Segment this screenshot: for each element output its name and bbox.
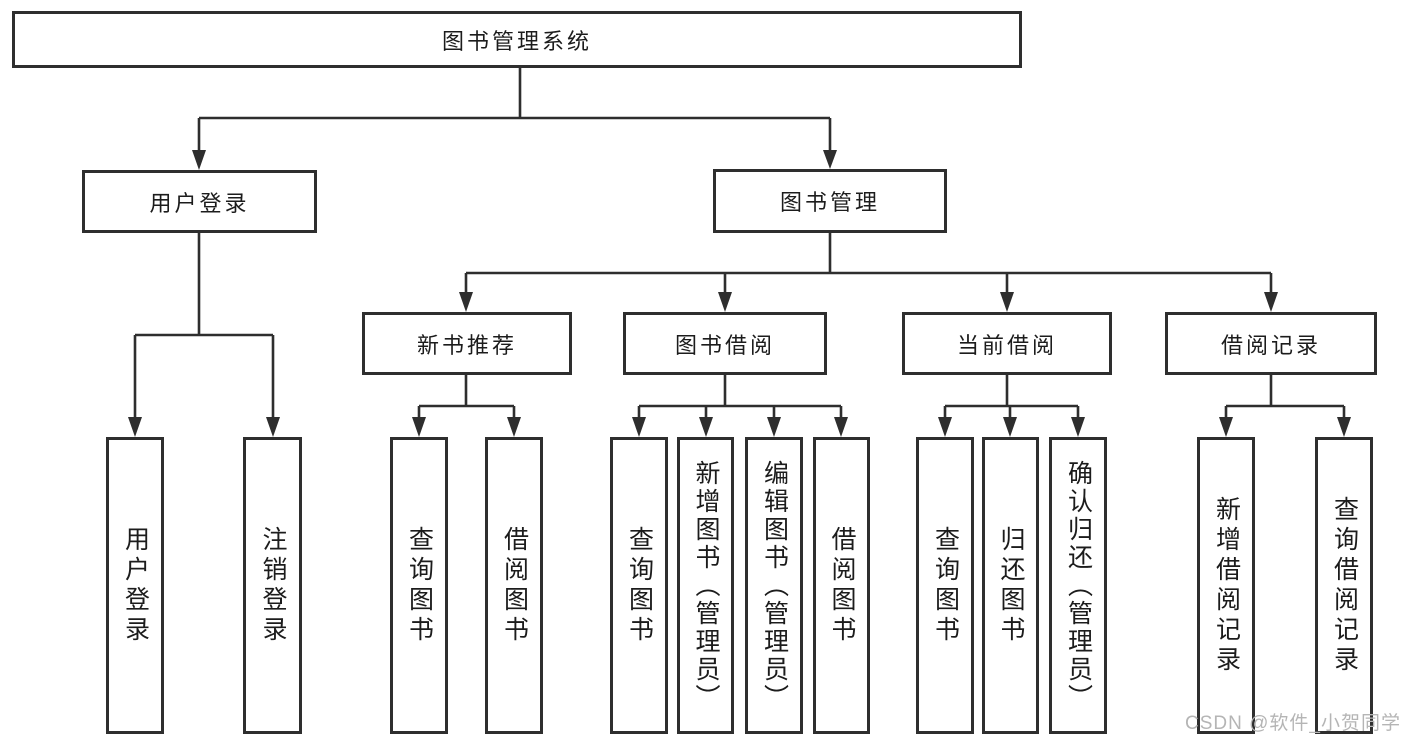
leaf-query-books-borrow: 查询图书 <box>610 437 668 734</box>
node-book-borrow: 图书借阅 <box>623 312 827 375</box>
leaf-borrow-books: 借阅图书 <box>813 437 870 734</box>
leaf-label: 注销登录 <box>259 525 287 646</box>
csdn-watermark: CSDN @软件_小贺同学 <box>1185 713 1401 734</box>
node-label: 用户登录 <box>149 190 250 216</box>
leaf-label: 编辑图书（管理员） <box>760 459 789 712</box>
leaf-label: 查询借阅记录 <box>1330 495 1359 676</box>
leaf-label: 借阅图书 <box>828 525 856 646</box>
leaf-add-borrow-record: 新增借阅记录 <box>1197 437 1255 734</box>
node-label: 借阅记录 <box>1220 332 1321 358</box>
leaf-confirm-return-admin: 确认归还（管理员） <box>1049 437 1107 734</box>
leaf-label: 确认归还（管理员） <box>1064 459 1093 712</box>
leaf-return-books: 归还图书 <box>982 437 1039 734</box>
node-label: 图书借阅 <box>674 332 775 358</box>
leaf-label: 新增图书（管理员） <box>692 459 720 712</box>
node-new-book-recommend: 新书推荐 <box>362 312 572 375</box>
node-borrow-records: 借阅记录 <box>1165 312 1377 375</box>
leaf-borrow-books-recommend: 借阅图书 <box>485 437 543 734</box>
leaf-label: 归还图书 <box>997 525 1025 646</box>
leaf-add-books-admin: 新增图书（管理员） <box>677 437 734 734</box>
leaf-query-books-current: 查询图书 <box>916 437 974 734</box>
node-user-login: 用户登录 <box>82 170 317 233</box>
leaf-query-books-recommend: 查询图书 <box>390 437 448 734</box>
leaf-user-login: 用户登录 <box>106 437 164 734</box>
node-library-management-system: 图书管理系统 <box>12 11 1022 68</box>
leaf-label: 用户登录 <box>121 525 150 646</box>
leaf-query-borrow-record: 查询借阅记录 <box>1315 437 1373 734</box>
node-book-management: 图书管理 <box>713 169 947 233</box>
leaf-edit-books-admin: 编辑图书（管理员） <box>745 437 803 734</box>
leaf-label: 查询图书 <box>405 525 434 646</box>
leaf-label: 借阅图书 <box>500 525 529 646</box>
node-label: 当前借阅 <box>956 332 1057 358</box>
leaf-label: 新增借阅记录 <box>1212 495 1241 676</box>
leaf-label: 查询图书 <box>625 525 654 646</box>
node-label: 图书管理系统 <box>441 28 592 54</box>
node-label: 新书推荐 <box>416 332 517 358</box>
leaf-logout-login: 注销登录 <box>243 437 302 734</box>
node-label: 图书管理 <box>779 190 880 215</box>
node-current-borrow: 当前借阅 <box>902 312 1112 375</box>
leaf-label: 查询图书 <box>931 525 960 646</box>
